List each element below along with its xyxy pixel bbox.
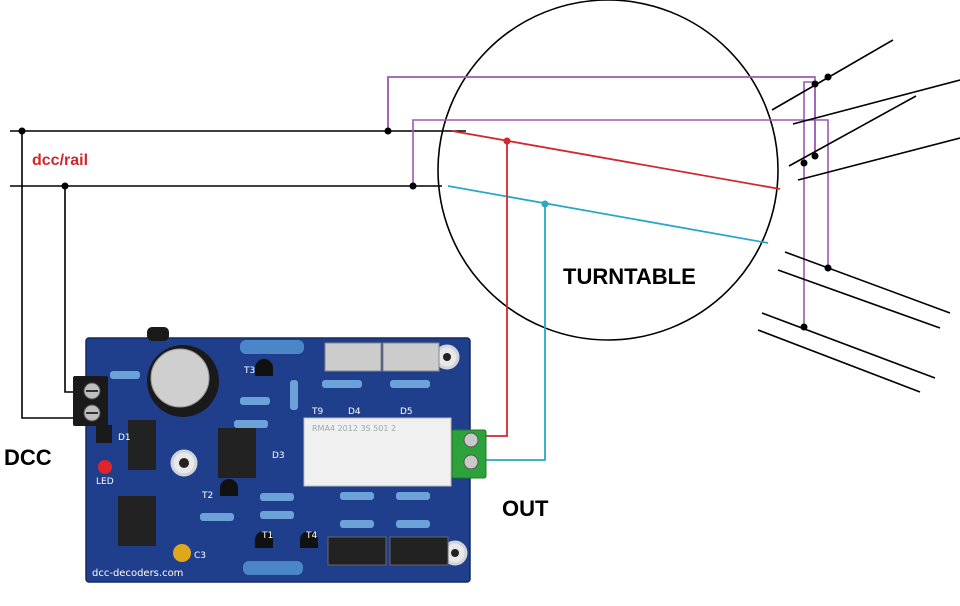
mount-hole-center (443, 353, 451, 361)
track-2-rail-a (788, 95, 917, 167)
regulator (382, 342, 440, 372)
purple-wires (387, 76, 829, 327)
junction-dot (811, 80, 819, 88)
resistor (322, 380, 362, 388)
purple-wire-outer-bottom (412, 119, 829, 268)
track-4-rail-a (761, 312, 936, 379)
relay (303, 417, 452, 487)
small-transistors (220, 359, 318, 548)
resistor (396, 492, 430, 500)
transistor-t3 (255, 359, 273, 376)
out-wire-red (477, 141, 508, 437)
junction-dot (384, 127, 392, 135)
regulator (324, 342, 382, 372)
resistor (200, 513, 234, 521)
silk-d5: D5 (400, 407, 413, 417)
resistor (290, 380, 298, 410)
purple-wire-a (387, 76, 815, 131)
decoder-board: RMA4 2012 3S 501 2 (73, 327, 487, 583)
silk-t4: T4 (305, 531, 317, 541)
track-3-rail-a (784, 251, 951, 314)
power-transistor (327, 536, 387, 566)
resistors (110, 340, 430, 575)
terminal-screw (463, 454, 479, 470)
turntable-circle (437, 0, 779, 341)
junction-dot (811, 152, 819, 160)
transistor-t1 (255, 531, 273, 548)
junction-dot-red (503, 137, 511, 145)
resistor (396, 520, 430, 528)
junction-dot (824, 73, 832, 81)
resistor (240, 340, 304, 354)
dcc-wire-left (21, 131, 96, 419)
junction-dot (61, 182, 69, 190)
silk-t3: T3 (243, 366, 255, 376)
resistor (340, 520, 374, 528)
junction-dot (409, 182, 417, 190)
turntable-rail-red (451, 130, 781, 190)
mount-hole-center (451, 549, 459, 557)
board-website: dcc-decoders.com (92, 568, 183, 579)
silk-t9: T9 (311, 407, 323, 417)
resistor (390, 380, 430, 388)
power-transistor (389, 536, 449, 566)
junction-dot (824, 264, 832, 272)
silk-t2: T2 (201, 491, 213, 501)
resistor (240, 397, 270, 405)
capacitor-c3 (173, 544, 191, 562)
ic-chip (218, 428, 256, 478)
label-dcc-rail: dcc/rail (32, 152, 88, 169)
mount-hole-center (179, 458, 189, 468)
silk-d4: D4 (348, 407, 361, 417)
junction-dot-cyan (541, 200, 549, 208)
silk-t1: T1 (261, 531, 273, 541)
junction-dot (800, 159, 808, 167)
track-2-rail-b (797, 137, 960, 181)
track-1-rail-a (771, 39, 894, 111)
turntable-rail-cyan (447, 185, 769, 244)
track-3-rail-b (777, 269, 941, 329)
resistor (260, 511, 294, 519)
silk-c3: C3 (194, 551, 206, 561)
led (98, 460, 112, 474)
resistor (234, 420, 268, 428)
resistor (110, 371, 140, 379)
transistor-t4 (300, 531, 318, 548)
junction-dots (18, 73, 832, 331)
junction-dot (18, 127, 26, 135)
purple-wire-outer-top (387, 76, 816, 156)
resistor (243, 561, 303, 575)
silk-d3: D3 (272, 451, 285, 461)
out-wire-cyan (477, 204, 546, 461)
silk-led: LED (96, 477, 114, 487)
track-1-rail-b (792, 79, 960, 125)
ic-chip (118, 496, 156, 546)
terminal-screw (463, 432, 479, 448)
relay-marking: RMA4 2012 3S 501 2 (312, 424, 396, 433)
resistor (340, 492, 374, 500)
track-4-rail-b (757, 329, 921, 393)
label-turntable: TURNTABLE (563, 264, 696, 289)
label-out: OUT (502, 496, 549, 521)
label-dcc: DCC (4, 445, 52, 470)
resistor (260, 493, 294, 501)
capacitor-top (150, 348, 210, 408)
junction-dot (800, 323, 808, 331)
transistor-t2 (220, 479, 238, 496)
silk-d1: D1 (118, 433, 131, 443)
external-tracks (757, 39, 960, 393)
diode-d1 (128, 420, 156, 470)
